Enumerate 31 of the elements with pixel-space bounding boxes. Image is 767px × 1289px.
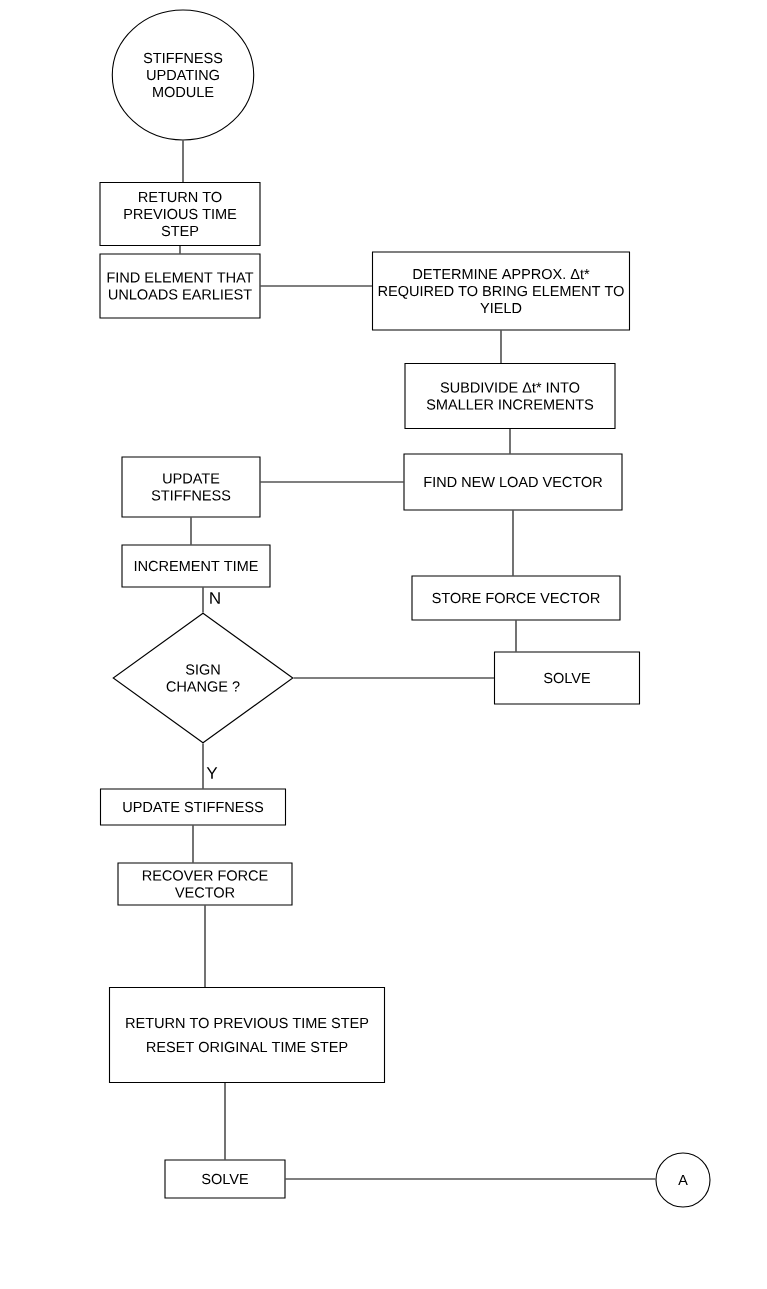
process-box: RETURN TO PREVIOUS TIME STEP <box>99 181 261 247</box>
connector-line <box>509 428 511 454</box>
process-box: RETURN TO PREVIOUS TIME STEP RESET ORIGINAL TIME STEP <box>108 986 386 1084</box>
connector-line <box>204 905 206 988</box>
connector-line <box>224 1082 226 1160</box>
connector-line <box>190 517 192 545</box>
edge-label: Y <box>205 766 219 780</box>
connector-line <box>293 677 495 679</box>
process-box: UPDATE STIFFNESS <box>99 788 287 826</box>
process-box: DETERMINE APPROX. Δt* REQUIRED TO BRING ELEMENT TO YIELD <box>371 251 631 331</box>
process-box: FIND NEW LOAD VECTOR <box>403 453 623 511</box>
connector-line <box>182 140 184 183</box>
connector-line <box>260 481 404 483</box>
process-box: SUBDIVIDE Δt* INTO SMALLER INCREMENTS <box>404 362 616 430</box>
connector-line <box>179 245 181 254</box>
connector-line <box>202 743 204 789</box>
process-box: FIND ELEMENT THAT UNLOADS EARLIEST <box>99 253 261 319</box>
connector-line <box>202 587 204 613</box>
connector-line <box>285 1178 656 1180</box>
process-box: INCREMENT TIME <box>121 544 271 588</box>
connector-line <box>512 510 514 576</box>
process-box: SOLVE <box>493 651 641 705</box>
process-box: RECOVER FORCE VECTOR <box>117 862 293 906</box>
connector-line <box>500 330 502 364</box>
connector-line <box>515 620 517 652</box>
process-box: STORE FORCE VECTOR <box>411 575 621 621</box>
connector-line <box>192 825 194 863</box>
edge-label: N <box>207 591 223 605</box>
process-box: UPDATE STIFFNESS <box>121 456 261 518</box>
connector-line <box>260 285 373 287</box>
process-box: SOLVE <box>164 1159 286 1199</box>
